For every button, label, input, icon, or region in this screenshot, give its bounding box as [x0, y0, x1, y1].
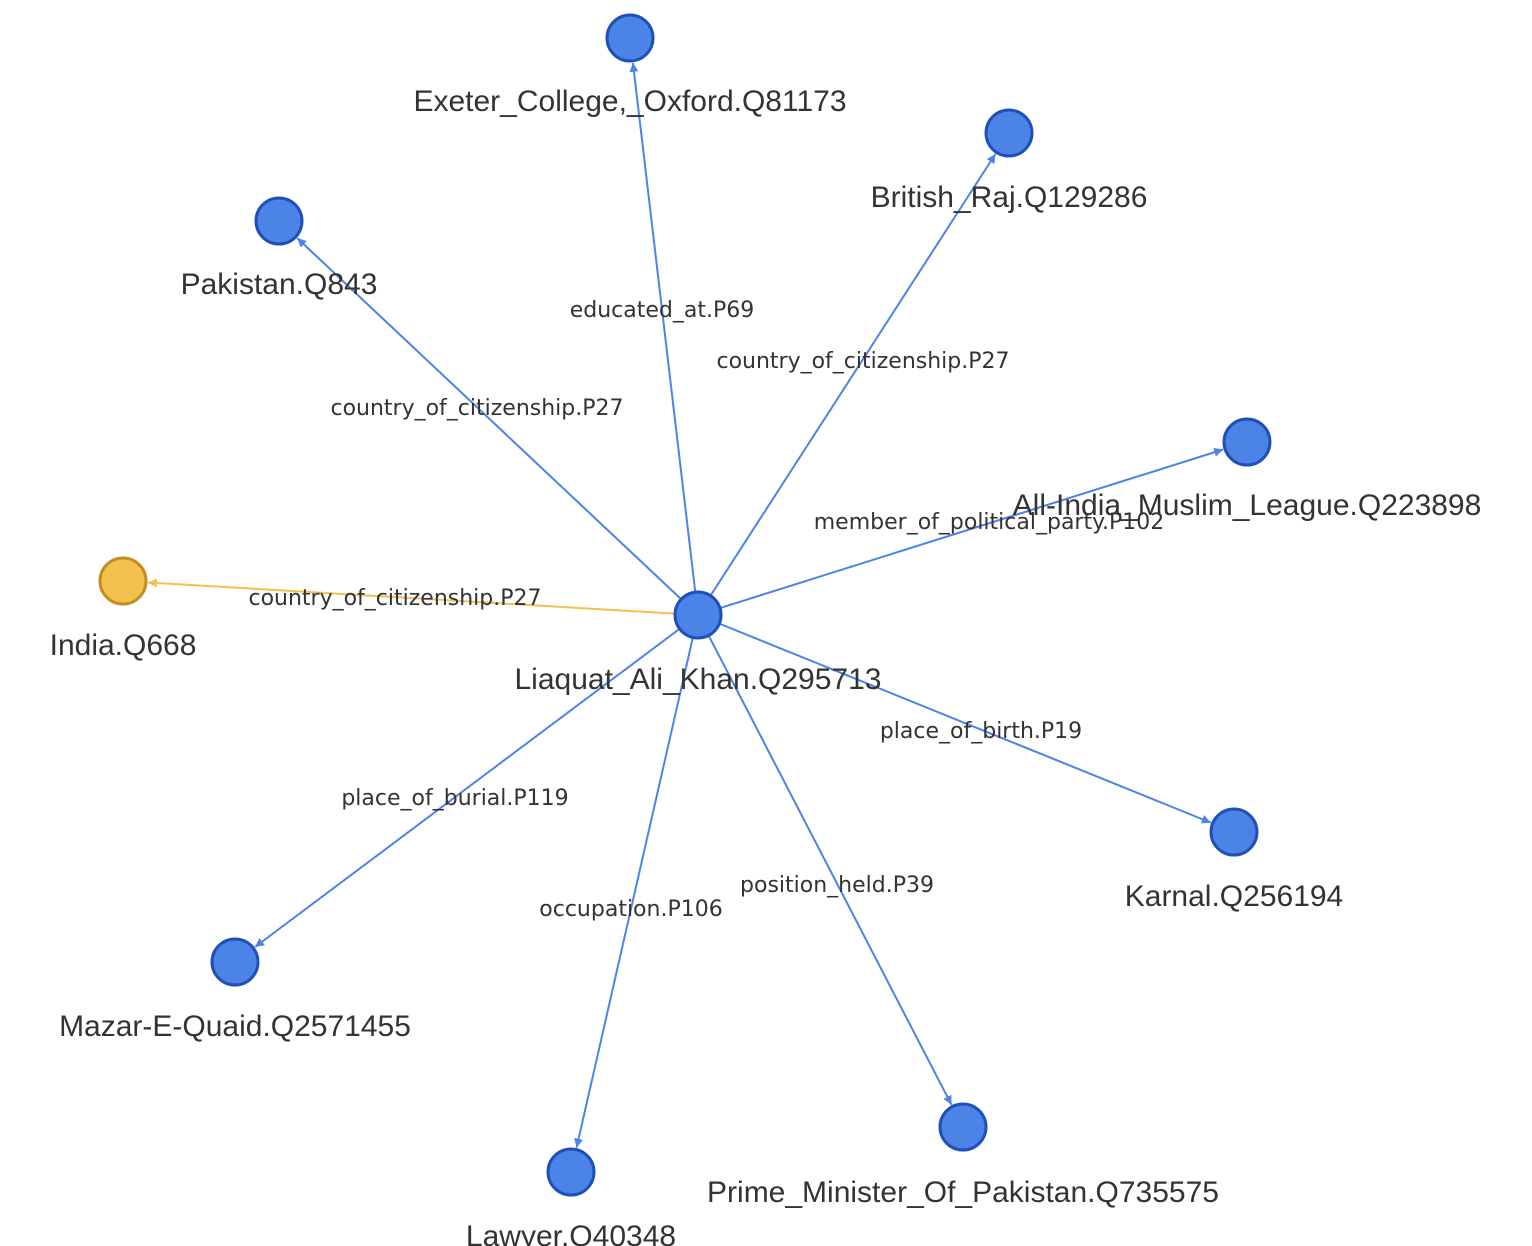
nodes-layer: [98, 13, 1272, 1197]
edge-label-Q256194: place_of_birth.P19: [880, 719, 1082, 744]
node-label-Q2571455: Mazar-E-Quaid.Q2571455: [59, 1010, 411, 1043]
edge-label-Q40348: occupation.P106: [539, 897, 722, 922]
node-Q40348[interactable]: [546, 1147, 596, 1197]
edge-label-Q223898: member_of_political_party.P102: [814, 510, 1164, 535]
edge-label-Q735575: position_held.P39: [740, 873, 934, 898]
node-Q129286[interactable]: [984, 108, 1034, 158]
edge-Q40348: [574, 637, 694, 1148]
edge-Q223898: [719, 447, 1224, 610]
edge-label-Q843: country_of_citizenship.P27: [330, 396, 623, 421]
edge-Q81173: [629, 62, 697, 593]
edge-label-Q129286: country_of_citizenship.P27: [716, 349, 1009, 374]
node-label-Q735575: Prime_Minister_Of_Pakistan.Q735575: [707, 1176, 1219, 1209]
edges-layer: [147, 62, 1224, 1148]
edge-Q843: [296, 237, 682, 600]
node-label-Q223898: All-India_Muslim_League.Q223898: [1013, 489, 1482, 522]
node-Q843[interactable]: [254, 196, 304, 246]
node-Q223898[interactable]: [1222, 417, 1272, 467]
node-label-Q256194: Karnal.Q256194: [1125, 880, 1344, 913]
edge-label-Q668: country_of_citizenship.P27: [248, 586, 541, 611]
node-label-Q668: India.Q668: [50, 629, 197, 662]
edge-Q735575: [707, 634, 953, 1106]
node-label-center: Liaquat_Ali_Khan.Q295713: [515, 663, 882, 696]
edge-Q129286: [709, 153, 997, 597]
edge-Q668: [147, 578, 676, 615]
node-label-Q81173: Exeter_College,_Oxford.Q81173: [413, 85, 846, 118]
node-Q2571455[interactable]: [210, 937, 260, 987]
node-label-Q40348: Lawyer.Q40348: [466, 1220, 676, 1246]
node-Q735575[interactable]: [938, 1102, 988, 1152]
node-center[interactable]: [673, 590, 723, 640]
node-Q256194[interactable]: [1209, 807, 1259, 857]
node-label-Q129286: British_Raj.Q129286: [871, 181, 1148, 214]
node-Q668[interactable]: [98, 556, 148, 606]
edge-labels-layer: educated_at.P69 country_of_citizenship.P2…: [248, 298, 1164, 922]
edge-Q256194: [718, 622, 1212, 824]
edge-label-Q81173: educated_at.P69: [570, 298, 755, 323]
node-label-Q843: Pakistan.Q843: [181, 268, 378, 301]
node-Q81173[interactable]: [605, 13, 655, 63]
edge-Q2571455: [254, 627, 681, 948]
edge-label-Q2571455: place_of_burial.P119: [341, 786, 568, 811]
node-labels-layer: Liaquat_Ali_Khan.Q295713 Exeter_College,_…: [50, 85, 1482, 1246]
